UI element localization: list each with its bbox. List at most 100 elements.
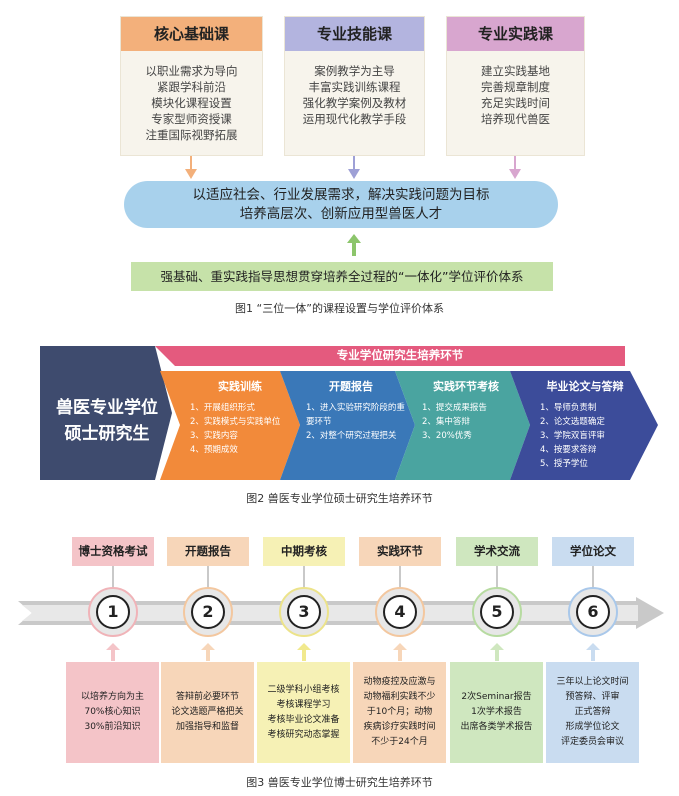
stage-item: 3、学院双盲评审: [540, 431, 605, 441]
main-line: 硕士研究生: [64, 424, 150, 444]
card-line: 注重国际视野拓展: [145, 128, 238, 142]
box-line: 二级学科小组考核: [267, 684, 340, 695]
stage-items: 1、导师负责制 2、论文选题确定 3、学院双盲评审 4、按要求答辩 5、授予学位: [530, 401, 640, 471]
card-line: 完善规章制度: [481, 80, 550, 94]
main-line: 兽医专业学位: [56, 398, 158, 418]
box-line: 正式答辩: [574, 707, 611, 717]
step-circle: 2: [183, 587, 233, 637]
step-circle: 6: [568, 587, 618, 637]
stage-chevron: [510, 371, 658, 480]
stage-item: 2、集中答辩: [422, 417, 470, 427]
goal-pill: 以适应社会、行业发展需求，解决实践问题为目标 培养高层次、创新应用型兽医人才: [124, 181, 558, 228]
main-block-title: 兽医专业学位 硕士研究生: [52, 395, 162, 447]
card-line: 紧跟学科前沿: [157, 80, 226, 94]
up-arrow-icon: [106, 643, 120, 661]
figure2-graphic: [40, 346, 658, 480]
card-line: 运用现代化教学手段: [302, 112, 407, 126]
stage-chevron: [160, 371, 300, 480]
goal-line: 培养高层次、创新应用型兽医人才: [239, 206, 443, 222]
stage-item: 4、预期成效: [190, 445, 238, 455]
stage-chevron: [395, 371, 530, 480]
card-line: 丰富实践训练课程: [308, 80, 401, 94]
stage-title: 实践训练: [218, 380, 262, 393]
stage-item: 2、对整个研究过程把关: [306, 431, 397, 441]
main-block: [40, 346, 172, 480]
card-line: 案例教学为主导: [314, 64, 395, 78]
up-arrow-icon: [297, 643, 311, 661]
step-number: 6: [576, 595, 610, 629]
card-line: 培养现代兽医: [481, 112, 550, 126]
box-line: 评定委员会审议: [560, 737, 624, 747]
step-detail-box: 2次Seminar报告 1次学术报告 出席各类学术报告: [450, 662, 543, 763]
stage-item: 1、提交成果报告: [422, 403, 487, 413]
step-detail-box: 动物疫控及应激与 动物福利实践不少 于10个月；动物 疾病诊疗实践时间 不少于2…: [353, 662, 446, 763]
card-core-basic-title: 核心基础课: [121, 17, 262, 51]
stage-items: 1、进入实验研究阶段的重要环节 2、对整个研究过程把关: [296, 401, 406, 443]
stage-item: 3、20%优秀: [422, 431, 472, 441]
figure2-caption: 图2 兽医专业学位硕士研究生培养环节: [246, 492, 433, 505]
stage-practice-training: 实践训练 1、开展组织形式 2、实践模式与实践单位 3、实践内容 4、预期成效: [180, 378, 300, 457]
card-line: 以职业需求为导向: [145, 64, 238, 78]
stage-item: 1、进入实验研究阶段的重要环节: [306, 403, 405, 427]
stage-item: 4、按要求答辩: [540, 445, 597, 455]
box-line: 预答辩、评审: [565, 692, 620, 702]
step-circle: 3: [279, 587, 329, 637]
box-line: 出席各类学术报告: [460, 722, 533, 732]
figure3-caption: 图3 兽医专业学位博士研究生培养环节: [246, 776, 433, 789]
box-line: 考核研究动态掌握: [267, 729, 340, 740]
step-detail-box: 二级学科小组考核 考核课程学习 考核毕业论文准备 考核研究动态掌握: [257, 662, 350, 763]
step-circle: 1: [88, 587, 138, 637]
box-line: 70%核心知识: [84, 707, 141, 717]
box-line: 考核课程学习: [276, 699, 331, 710]
card-professional-skill: 专业技能课 案例教学为主导 丰富实践训练课程 强化教学案例及教材 运用现代化教学…: [284, 16, 425, 156]
step-detail-box: 三年以上论文时间 预答辩、评审 正式答辩 形成学位论文 评定委员会审议: [546, 662, 639, 763]
down-arrow-icon: [348, 156, 360, 179]
card-professional-practice: 专业实践课 建立实践基地 完善规章制度 充足实践时间 培养现代兽医: [446, 16, 585, 156]
stage-title: 开题报告: [329, 380, 373, 393]
stage-items: 1、开展组织形式 2、实践模式与实践单位 3、实践内容 4、预期成效: [180, 401, 300, 457]
stage-item: 1、开展组织形式: [190, 403, 255, 413]
figure1-caption: 图1 “三位一体”的课程设置与学位评价体系: [235, 302, 444, 315]
step-number: 2: [191, 595, 225, 629]
step-number: 3: [287, 595, 321, 629]
card-line: 专家型师资授课: [151, 112, 232, 126]
down-arrow-icon: [509, 156, 521, 179]
box-line: 动物福利实践不少: [363, 692, 436, 702]
card-core-basic: 核心基础课 以职业需求为导向 紧跟学科前沿 模块化课程设置 专家型师资授课 注重…: [120, 16, 263, 156]
step-circle: 5: [472, 587, 522, 637]
stage-items: 1、提交成果报告 2、集中答辩 3、20%优秀: [412, 401, 520, 443]
box-line: 形成学位论文: [565, 722, 620, 732]
evaluation-system-bar: 强基础、重实践指导思想贯穿培养全过程的“一体化”学位评价体系: [131, 262, 553, 291]
up-arrow-icon: [201, 643, 215, 661]
card-professional-practice-title: 专业实践课: [447, 17, 584, 51]
step-number: 1: [96, 595, 130, 629]
card-line: 充足实践时间: [481, 96, 550, 110]
step-label-proposal: 开题报告: [167, 537, 249, 566]
box-line: 三年以上论文时间: [556, 677, 629, 687]
card-line: 建立实践基地: [481, 64, 550, 78]
stage-chevron: [280, 371, 415, 480]
stage-proposal: 开题报告 1、进入实验研究阶段的重要环节 2、对整个研究过程把关: [296, 378, 406, 443]
up-arrow-icon: [586, 643, 600, 661]
box-line: 2次Seminar报告: [461, 692, 532, 702]
card-professional-skill-title: 专业技能课: [285, 17, 424, 51]
step-label-doctoral-exam: 博士资格考试: [72, 537, 154, 566]
stage-item: 3、实践内容: [190, 431, 238, 441]
stage-item: 5、授予学位: [540, 459, 588, 469]
stage-thesis-defense: 毕业论文与答辩 1、导师负责制 2、论文选题确定 3、学院双盲评审 4、按要求答…: [530, 378, 640, 471]
stage-item: 2、实践模式与实践单位: [190, 417, 281, 427]
stage-practice-assessment: 实践环节考核 1、提交成果报告 2、集中答辩 3、20%优秀: [412, 378, 520, 443]
card-professional-skill-body: 案例教学为主导 丰富实践训练课程 强化教学案例及教材 运用现代化教学手段: [285, 51, 424, 127]
step-label-academic-exchange: 学术交流: [456, 537, 538, 566]
step-number: 5: [480, 595, 514, 629]
stage-title: 实践环节考核: [433, 380, 499, 393]
box-line: 考核毕业论文准备: [267, 714, 340, 725]
box-line: 1次学术报告: [471, 707, 522, 717]
up-arrow-icon: [393, 643, 407, 661]
step-number: 4: [383, 595, 417, 629]
box-line: 于10个月；动物: [366, 707, 433, 717]
step-label-midterm: 中期考核: [263, 537, 345, 566]
card-line: 模块化课程设置: [151, 96, 232, 110]
card-professional-practice-body: 建立实践基地 完善规章制度 充足实践时间 培养现代兽医: [447, 51, 584, 127]
step-label-practice: 实践环节: [359, 537, 441, 566]
